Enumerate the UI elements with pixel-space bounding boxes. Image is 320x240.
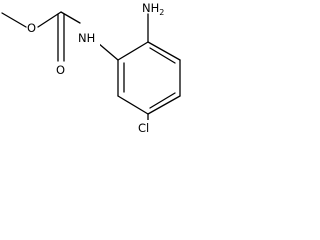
amino-nh-text: NH [142, 1, 159, 15]
amide-nh-label-bg [78, 30, 100, 46]
ring-inner-bond-1 [149, 47, 176, 64]
chemical-structure: O O NH NH2 Cl [1, 1, 181, 136]
ring-inner-bond-2 [149, 92, 176, 109]
methyl-o-label-bg [27, 21, 37, 35]
bond-nh-ring [97, 42, 119, 61]
bond-carbonyl-nh [60, 11, 81, 24]
bond-o-carbonyl-c [37, 11, 62, 28]
ring-bond-4 [147, 95, 181, 115]
ring-bond-5 [117, 95, 149, 115]
amino-label: NH2 [142, 1, 164, 17]
carbonyl-o-label-bg [55, 63, 67, 77]
carbonyl-o-label: O [56, 63, 65, 77]
bond-methyl-o [1, 12, 27, 28]
amide-nh-label: NH [78, 31, 95, 45]
ring-bond-2 [147, 41, 181, 61]
ring-bond-1 [117, 41, 149, 61]
chlorine-label-bg [138, 120, 156, 136]
methyl-o-label: O [27, 21, 36, 35]
amino-subscript: 2 [159, 8, 164, 17]
chlorine-label: Cl [138, 121, 149, 135]
